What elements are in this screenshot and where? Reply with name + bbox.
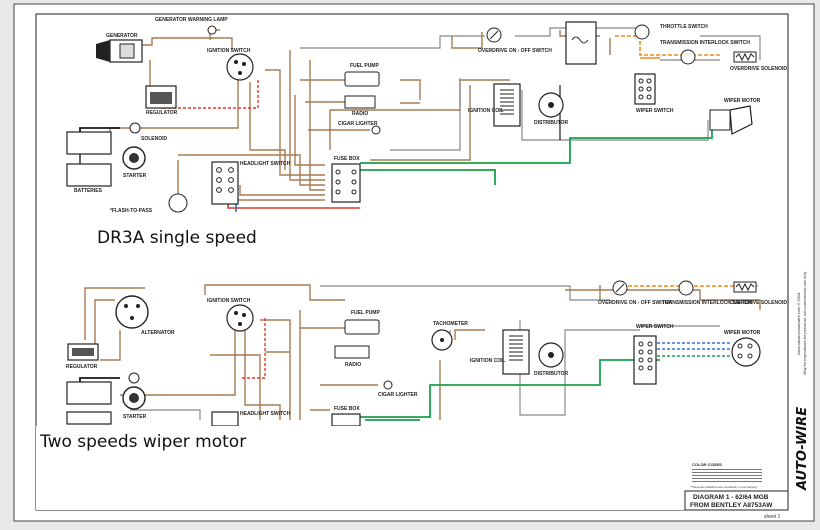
radio-top <box>344 95 376 109</box>
color-codes-title: COLOR CODES <box>692 462 722 467</box>
fuel-pump-top <box>344 71 380 87</box>
ignition-coil-top-label: IGNITION COIL <box>468 108 504 114</box>
cigar-lighter-top-label: CIGAR LIGHTER <box>338 121 378 127</box>
ignition-coil-top <box>493 83 521 127</box>
wiper-switch-bottom <box>633 335 657 385</box>
headlight-switch-bottom <box>211 411 239 427</box>
color-codes-note: *These two switches are combined in one … <box>690 485 757 489</box>
cigar-lighter-top <box>371 125 381 135</box>
cigar-lighter-bottom <box>383 380 393 390</box>
radio-bottom-label: RADIO <box>345 362 361 368</box>
bottom-diagram: ALTERNATOR REGULATOR STARTER IGNITION SW… <box>66 280 787 427</box>
headlight-switch-top <box>211 161 239 205</box>
caption-mask <box>36 426 688 510</box>
brown-wires-bottom <box>84 284 761 420</box>
interlock-switch-bottom-label: TRANSMISSION INTERLOCK SWITCH <box>662 300 752 306</box>
generator-component <box>96 39 143 63</box>
sheet-number: sheet 1 <box>764 514 781 520</box>
fuse-box-bottom <box>331 413 361 427</box>
distributor-bottom-label: DISTRIBUTOR <box>534 371 568 377</box>
wiper-motor-bottom <box>731 337 761 367</box>
overdrive-solenoid-bottom-label: OVERDRIVE SOLENOID <box>730 300 787 306</box>
gray-wires-top <box>300 27 761 151</box>
top-diagram: GENERATOR GENERATOR WARNING LAMP IGNITIO… <box>66 17 787 214</box>
side-note-2: May be reproduced for personal, non-comm… <box>802 272 807 375</box>
ignition-switch-top-label: IGNITION SWITCH <box>207 48 251 54</box>
throttle-switch-top-label: THROTTLE SWITCH <box>660 24 708 30</box>
ignition-switch-bottom <box>226 304 254 332</box>
batteries-bottom-2 <box>66 411 112 425</box>
green-wire-top-2 <box>360 169 496 185</box>
wiper-switch-top <box>634 73 656 105</box>
interlock-switch-top-label: TRANSMISSION INTERLOCK SWITCH <box>660 40 750 46</box>
flash-to-pass-switch <box>168 193 188 213</box>
side-note-1: www.advanceautowire.com © 2004 <box>796 292 801 355</box>
starter-top-label: STARTER <box>123 173 147 179</box>
title-line-2: FROM BENTLEY A8753AW <box>690 502 773 509</box>
flash-to-pass-label: *FLASH-TO-PASS <box>110 208 153 214</box>
solenoid-top <box>129 122 141 134</box>
batteries-component <box>66 131 112 187</box>
bottom-caption: Two speeds wiper motor <box>39 432 246 452</box>
red-wire-bottom <box>240 318 266 379</box>
generator-warning-lamp <box>207 25 217 35</box>
starter-bottom-label: STARTER <box>123 414 147 420</box>
distributor-top-label: DISTRIBUTOR <box>534 120 568 126</box>
regulator-top-label: REGULATOR <box>146 110 178 116</box>
radio-bottom <box>334 345 370 359</box>
generator-warning-lamp-label: GENERATOR WARNING LAMP <box>155 17 228 23</box>
batteries-label: BATTERIES <box>74 188 103 194</box>
fuse-box-bottom-label: FUSE BOX <box>334 406 360 412</box>
alternator-label: ALTERNATOR <box>141 330 175 336</box>
fuel-pump-bottom-label: FUEL PUMP <box>351 310 380 316</box>
radio-top-label: RADIO <box>352 111 368 117</box>
green-wire-bottom <box>360 359 660 418</box>
wiper-switch-bottom-label: WIPER SWITCH <box>636 324 674 330</box>
overdrive-switch-top-label: OVERDRIVE ON - OFF SWITCH <box>478 48 552 54</box>
regulator-bottom-label: REGULATOR <box>66 364 98 370</box>
wiper-motor-bottom-label: WIPER MOTOR <box>724 330 761 336</box>
wiper-motor-top <box>729 105 753 135</box>
wiper-motor-top-label: WIPER MOTOR <box>724 98 761 104</box>
orange-wire-top <box>615 35 720 56</box>
title-line-1: DIAGRAM 1 - 62/64 MGB <box>693 494 769 501</box>
green-wire-top <box>360 122 713 164</box>
overdrive-relay-top <box>565 21 597 65</box>
auto-wire-logo: AUTO-WIRE <box>795 407 810 491</box>
solenoid-top-label: SOLENOID <box>141 136 168 142</box>
overdrive-solenoid-top-label: OVERDRIVE SOLENOID <box>730 66 787 72</box>
solenoid-bottom <box>128 372 140 384</box>
batteries-bottom <box>66 381 112 405</box>
fuel-pump-bottom <box>344 319 380 335</box>
interlock-switch-bottom <box>678 280 694 296</box>
title-block: DIAGRAM 1 - 62/64 MGB FROM BENTLEY A8753… <box>684 490 789 511</box>
headlight-switch-bottom-label: HEADLIGHT SWITCH <box>240 411 291 417</box>
headlight-switch-top-label: HEADLIGHT SWITCH <box>240 161 291 167</box>
wiper-switch-top-label: WIPER SWITCH <box>636 108 674 114</box>
fuel-pump-top-label: FUEL PUMP <box>350 63 379 69</box>
overdrive-solenoid-top <box>733 51 757 63</box>
ignition-switch-top <box>226 53 254 81</box>
top-caption: DR3A single speed <box>97 228 257 248</box>
color-codes-legend: COLOR CODES *These two switches are comb… <box>688 460 774 490</box>
alternator-component <box>115 295 149 329</box>
interlock-switch-top <box>680 49 696 65</box>
generator-label: GENERATOR <box>106 33 138 39</box>
tachometer-label: TACHOMETER <box>433 321 468 327</box>
cigar-lighter-bottom-label: CIGAR LIGHTER <box>378 392 418 398</box>
ignition-coil-bottom-label: IGNITION COIL <box>470 358 506 364</box>
fuse-box-top-label: FUSE BOX <box>334 156 360 162</box>
throttle-switch-top <box>634 24 650 40</box>
overdrive-solenoid-bottom <box>733 281 757 293</box>
red-wire-top <box>160 80 259 109</box>
ignition-switch-bottom-label: IGNITION SWITCH <box>207 298 251 304</box>
overdrive-switch-bottom-label: OVERDRIVE ON - OFF SWITCH <box>598 300 672 306</box>
